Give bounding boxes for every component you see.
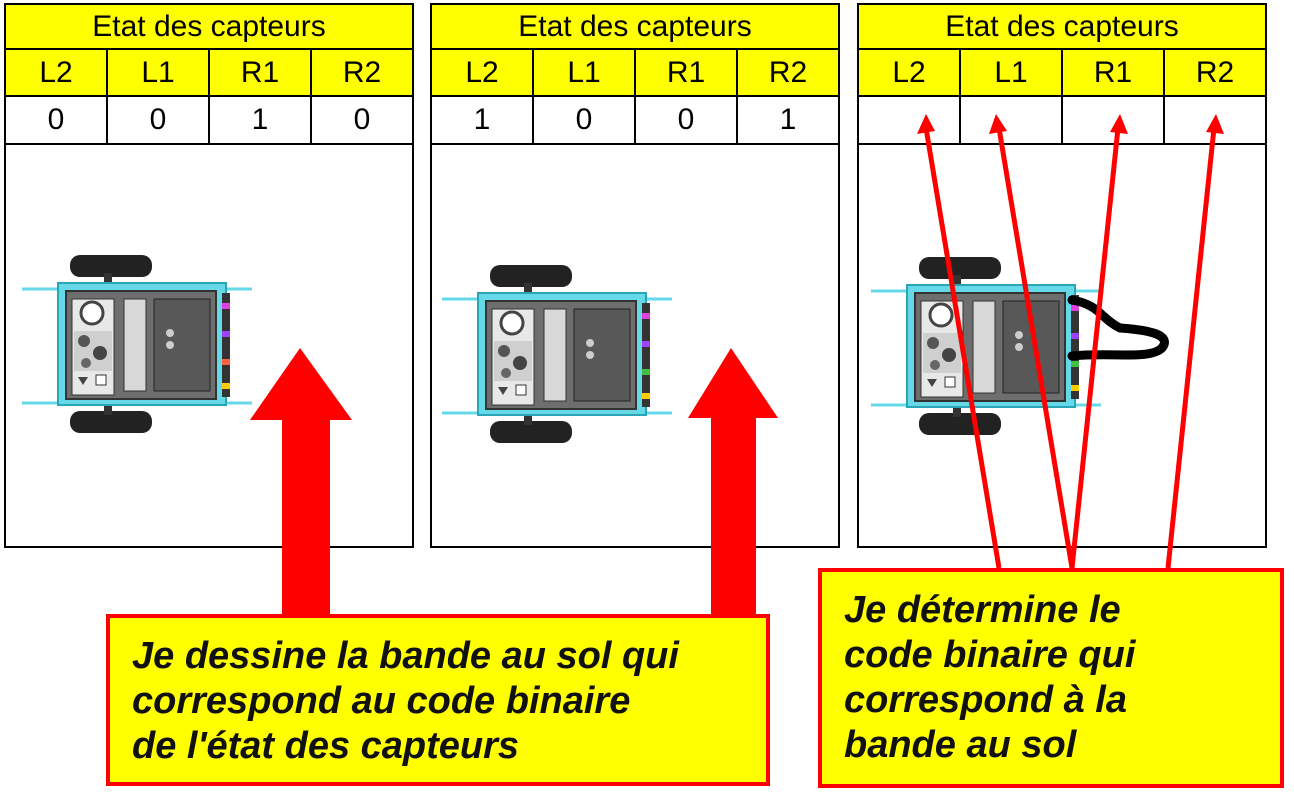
sensor-header-l2: L2 xyxy=(859,50,961,95)
robot-image xyxy=(22,255,252,433)
floor-field xyxy=(6,145,412,546)
sensor-header-row: L2 L1 R1 R2 xyxy=(6,50,412,97)
up-arrow-right xyxy=(688,348,778,614)
callout-left-line-1: Je dessine la bande au sol qui xyxy=(132,635,679,677)
sensor-value-r1: 0 xyxy=(636,97,738,143)
sensor-header-row: L2 L1 R1 R2 xyxy=(432,50,838,97)
sensor-value-row: 1 0 0 1 xyxy=(432,97,838,145)
sensor-panel-1: Etat des capteurs L2 L1 R1 R2 0 0 1 0 xyxy=(4,3,414,548)
callout-left: Je dessine la bande au sol qui correspon… xyxy=(106,614,770,786)
sensor-header-r1: R1 xyxy=(636,50,738,95)
callout-right-line-4: bande au sol xyxy=(844,724,1077,766)
sensor-header-r1: R1 xyxy=(210,50,312,95)
robot-drawing xyxy=(22,255,252,433)
sensor-value-r2: 0 xyxy=(353,103,371,136)
sensor-panel-2: Etat des capteurs L2 L1 R1 R2 1 0 0 1 xyxy=(430,3,840,548)
sensor-header-l2: L2 xyxy=(432,50,534,95)
sensor-value-row: 0 0 1 0 xyxy=(6,97,412,145)
pointer-arrows xyxy=(917,114,1224,569)
sensor-header-r2: R2 xyxy=(1195,56,1235,89)
floor-field xyxy=(432,145,838,546)
sensor-value-l1: 0 xyxy=(534,97,636,143)
panel-title: Etat des capteurs xyxy=(6,5,412,50)
callout-right-line-1: Je détermine le xyxy=(844,589,1121,631)
sensor-header-l1: L1 xyxy=(961,50,1063,95)
sensor-header-r1: R1 xyxy=(1063,50,1165,95)
sensor-value-r2: 1 xyxy=(779,103,797,136)
callout-right: Je détermine le code binaire qui corresp… xyxy=(818,568,1284,788)
robot-image xyxy=(871,257,1101,435)
sensor-header-r2: R2 xyxy=(342,56,382,89)
callout-left-line-3: de l'état des capteurs xyxy=(132,725,520,767)
sensor-value-l2: 1 xyxy=(432,97,534,143)
floor-field xyxy=(859,145,1265,546)
sensor-value-l1[interactable] xyxy=(961,97,1063,143)
sensor-header-l1: L1 xyxy=(108,50,210,95)
sensor-value-r1: 1 xyxy=(210,97,312,143)
sensor-value-l1: 0 xyxy=(108,97,210,143)
sensor-header-l1: L1 xyxy=(534,50,636,95)
callout-left-line-2: correspond au code binaire xyxy=(132,680,631,722)
panel-title: Etat des capteurs xyxy=(432,5,838,50)
up-arrow-left xyxy=(250,348,352,614)
sensor-header-r2: R2 xyxy=(768,56,808,89)
robot-image xyxy=(442,265,672,443)
sensor-value-l2[interactable] xyxy=(859,97,961,143)
callout-right-line-2: code binaire qui xyxy=(844,634,1136,676)
callout-right-line-3: correspond à la xyxy=(844,679,1127,721)
floor-line xyxy=(1067,295,1169,361)
panel-title: Etat des capteurs xyxy=(859,5,1265,50)
sensor-header-l2: L2 xyxy=(6,50,108,95)
sensor-value-l2: 0 xyxy=(6,97,108,143)
sensor-value-r1[interactable] xyxy=(1063,97,1165,143)
sensor-header-row: L2 L1 R1 R2 xyxy=(859,50,1265,97)
